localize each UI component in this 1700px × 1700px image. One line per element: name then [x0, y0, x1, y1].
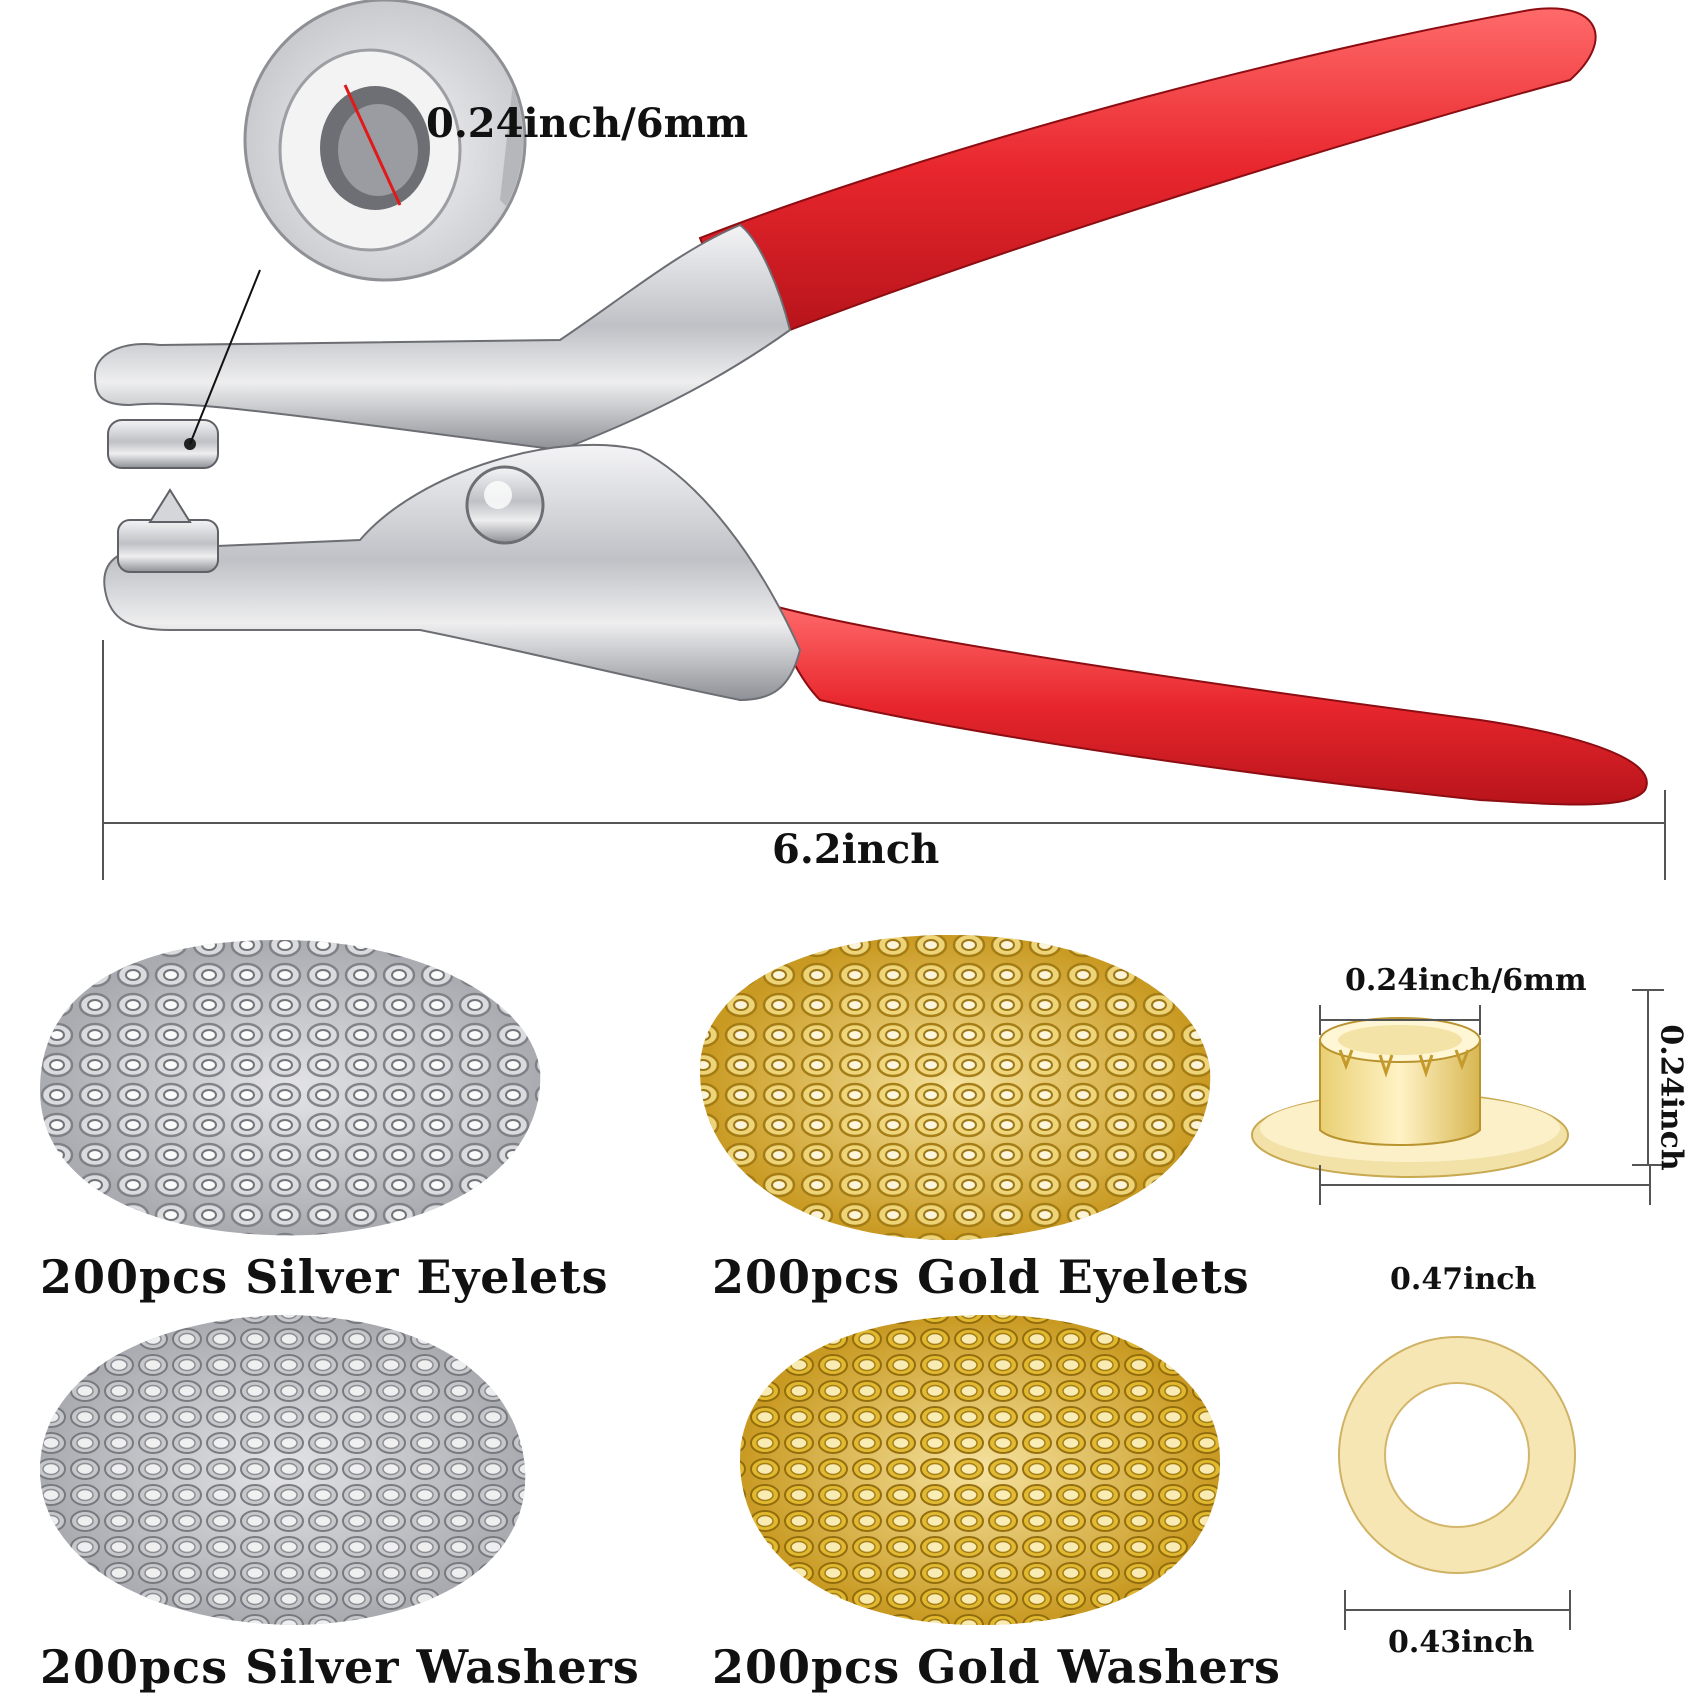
- gold-washers-label: 200pcs Gold Washers: [712, 1640, 1281, 1694]
- hole-punch-plier: [93, 7, 1648, 806]
- die-zoom-callout: [243, 0, 527, 282]
- silver-washers-pile: [40, 1315, 526, 1625]
- eyelet-diagram: [1251, 1017, 1569, 1178]
- lower-red-handle: [768, 603, 1648, 806]
- eyelet-inner-dimension: 0.24inch/6mm: [1345, 963, 1587, 998]
- lower-metal-arm: [103, 443, 802, 702]
- upper-die: [107, 419, 219, 469]
- length-label: 6.2inch: [772, 826, 940, 873]
- washer-dimension-lines: [1344, 1590, 1571, 1630]
- eyelet-dimension-lines: [1319, 989, 1664, 1205]
- gold-eyelets-label: 200pcs Gold Eyelets: [712, 1250, 1250, 1304]
- silver-washers-label: 200pcs Silver Washers: [40, 1640, 640, 1694]
- length-dimension: [102, 640, 1666, 880]
- upper-metal-arm: [93, 223, 792, 452]
- eyelet-outer-dimension: 0.47inch: [1390, 1262, 1537, 1297]
- lower-setter: [117, 488, 219, 573]
- gold-washers-pile: [740, 1315, 1220, 1625]
- upper-red-handle: [698, 7, 1597, 332]
- washer-diagram: [1338, 1336, 1576, 1574]
- washer-outer-dimension: 0.43inch: [1388, 1625, 1535, 1660]
- gold-eyelets-pile: [700, 935, 1211, 1241]
- eyelet-height-dimension: 0.24inch: [1653, 1024, 1689, 1171]
- silver-eyelets-pile: [40, 940, 541, 1236]
- hole-size-label: 0.24inch/6mm: [426, 100, 749, 147]
- silver-eyelets-label: 200pcs Silver Eyelets: [40, 1250, 609, 1304]
